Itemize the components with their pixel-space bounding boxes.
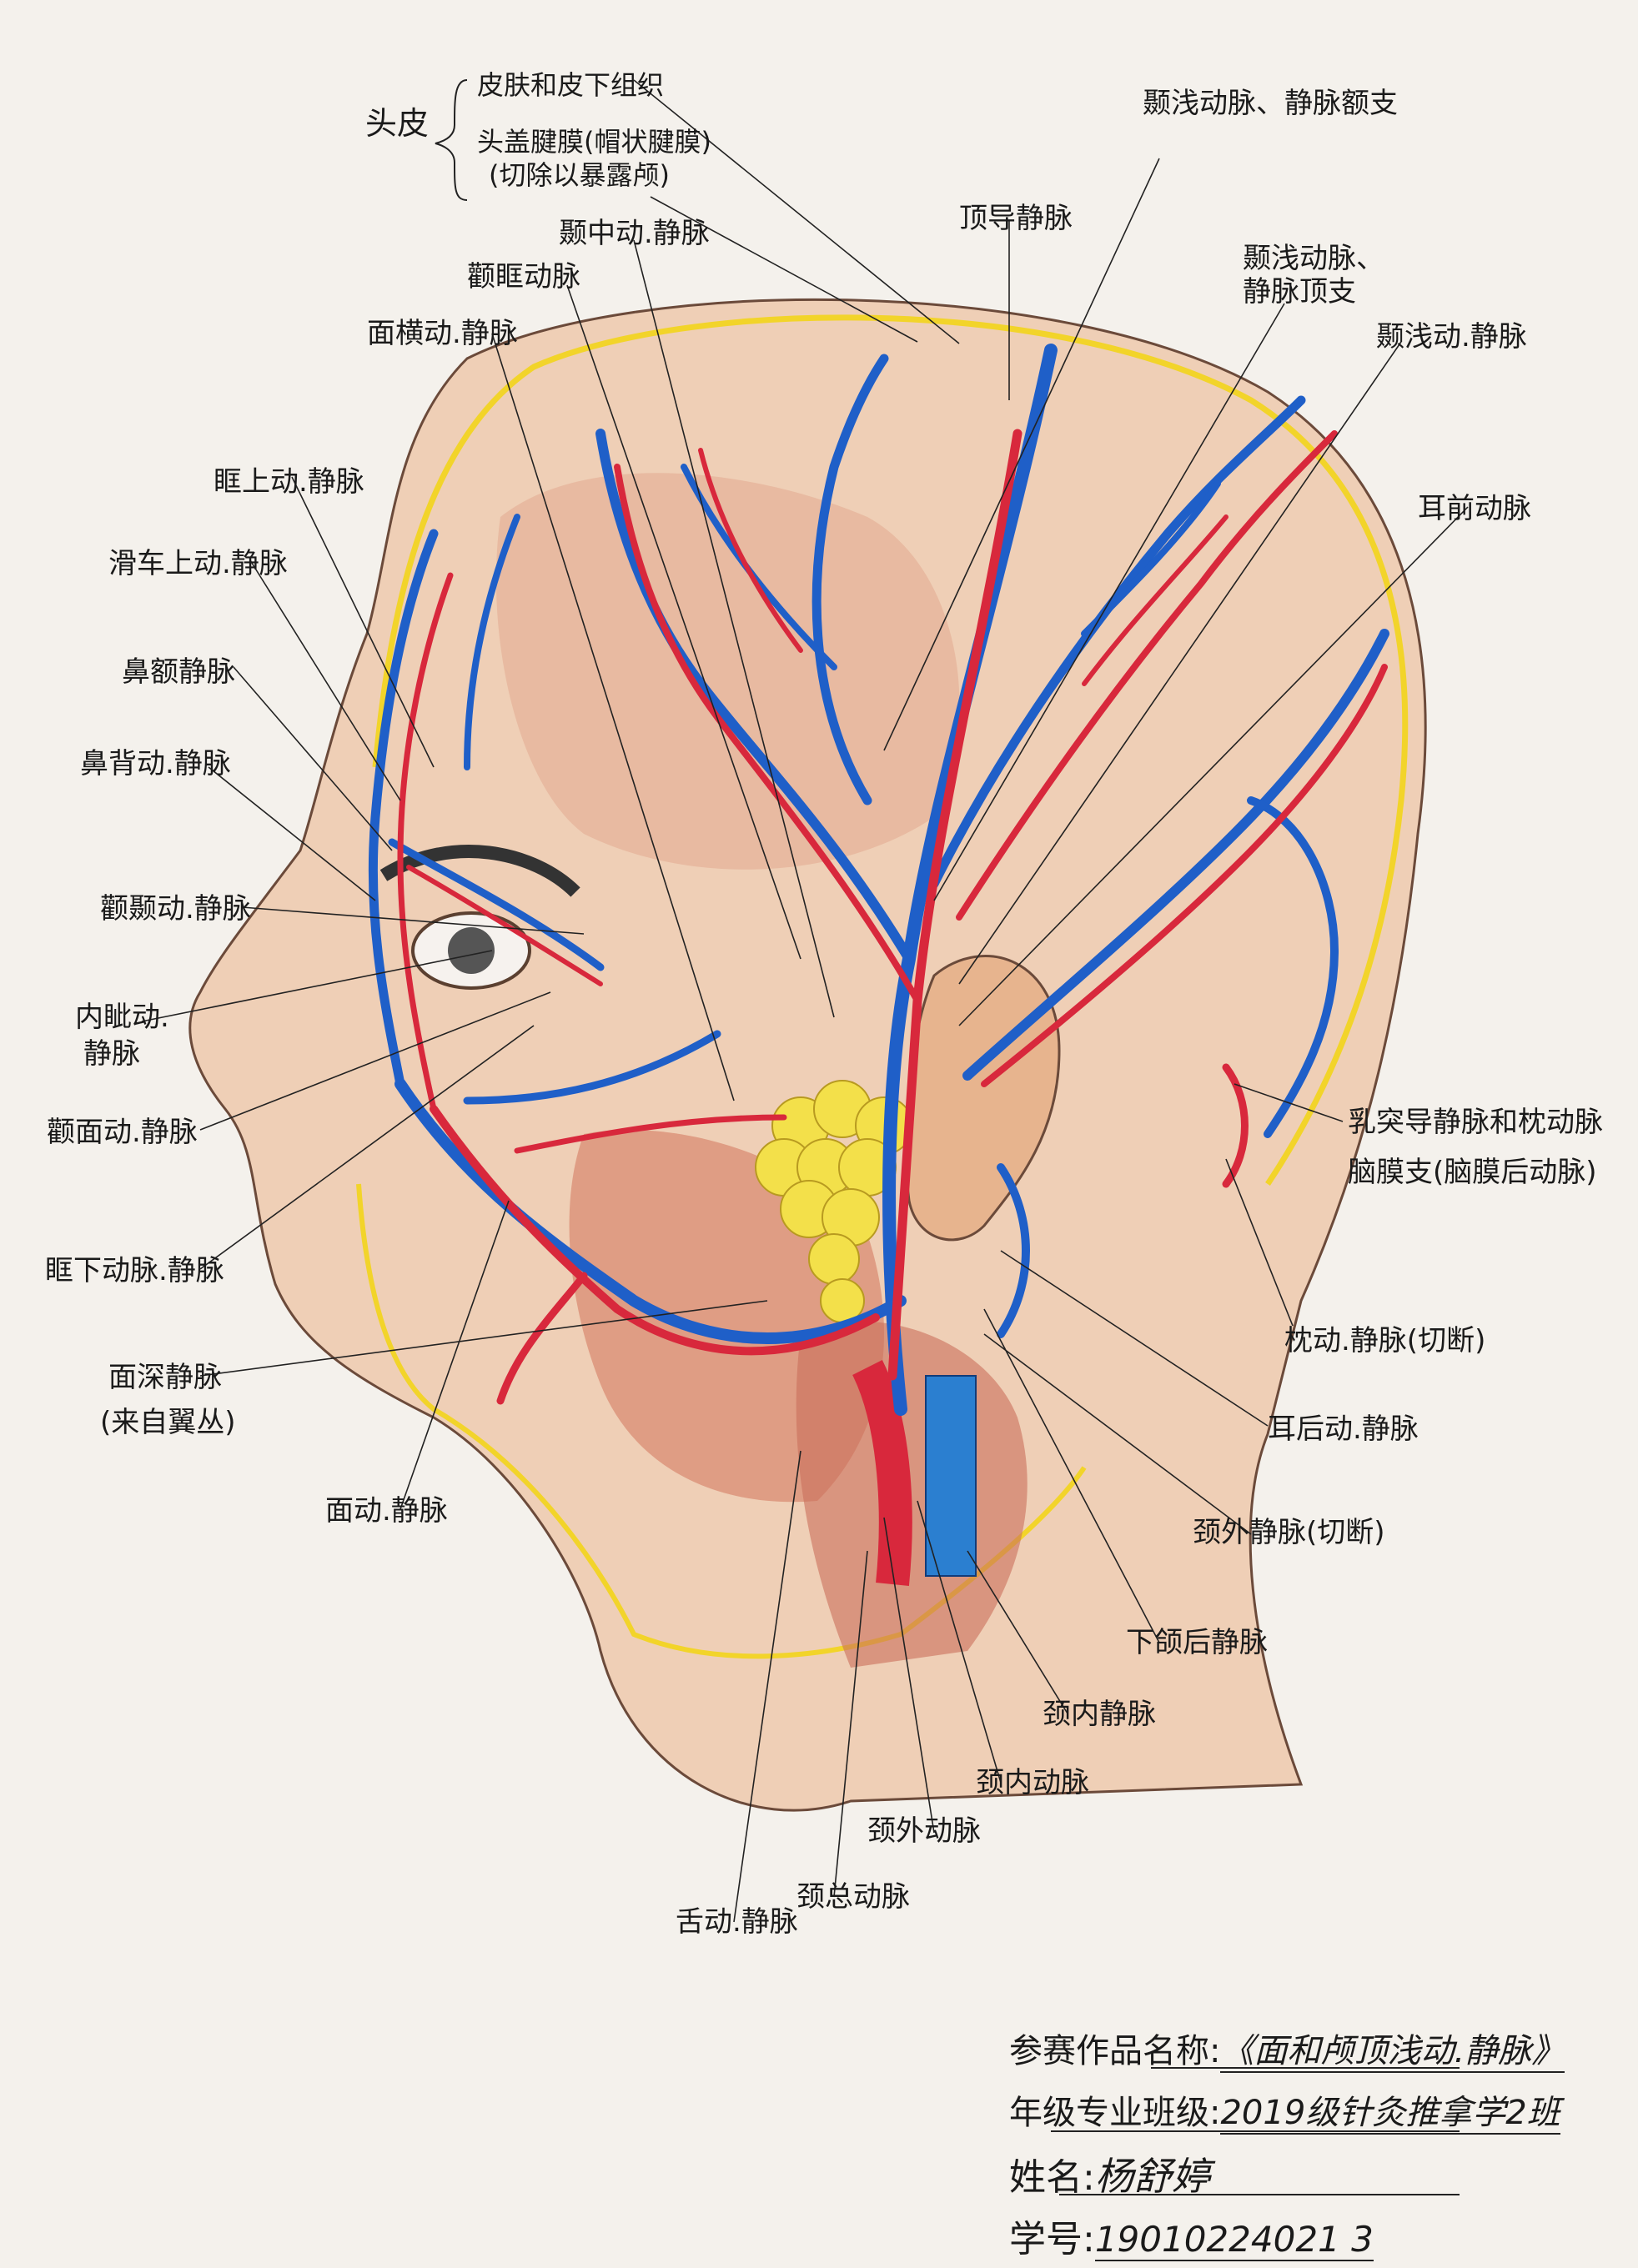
scalp-layer-removed: (切除以暴露颅) (489, 159, 670, 191)
iris (448, 927, 495, 974)
scalp-layer-aponeurosis: 头盖腱膜(帽状腱膜) (477, 126, 711, 158)
scalp-title: 头皮 (365, 105, 430, 142)
scalp-brace (435, 79, 468, 201)
footer-name: 姓名:杨舒婷 (1009, 2156, 1210, 2198)
footer-work: 参赛作品名称:《面和颅顶浅动.静脉》 (1009, 2031, 1565, 2073)
label-meningeal-branch: 脑膜支(脑膜后动脉) (1348, 1156, 1597, 1189)
label-zygomatico-orbital: 颧眶动脉 (467, 260, 580, 294)
class-value: 2019级针灸推拿学2班 (1220, 2093, 1560, 2135)
id-value: 19010224021 3 (1094, 2219, 1374, 2261)
veins (368, 344, 1389, 1416)
label-occipital-cut: 枕动.静脉(切断) (1284, 1324, 1486, 1357)
work-value: 《面和颅顶浅动.静脉》 (1220, 2031, 1565, 2073)
label-retromandibular: 下颌后静脉 (1126, 1626, 1268, 1659)
common-carotid-artery (852, 1360, 912, 1586)
label-lingual: 舌动.静脉 (676, 1905, 798, 1939)
label-stv-frontal: 颞浅动脉、静脉额支 (1143, 87, 1398, 120)
label-angular-2: 静脉 (83, 1037, 140, 1071)
footer-id: 学号:19010224021 3 (1009, 2220, 1374, 2261)
leader-lines (141, 79, 1469, 1923)
label-facial: 面动.静脉 (325, 1494, 448, 1528)
label-transverse-facial: 面横动.静脉 (367, 317, 518, 350)
label-deep-facial-1: 面深静脉 (108, 1361, 222, 1394)
internal-jugular-vein (925, 1375, 977, 1577)
footer-lines (1051, 2067, 1460, 2195)
scalp-layer-skin: 皮肤和皮下组织 (477, 69, 665, 101)
label-external-carotid: 颈外动脉 (867, 1814, 981, 1848)
label-infraorbital: 眶下动脉.静脉 (45, 1254, 224, 1287)
label-zygomaticofacial: 颧面动.静脉 (47, 1116, 198, 1149)
label-emissary-vein: 顶导静脉 (959, 202, 1073, 235)
eyebrow (379, 845, 580, 897)
label-stv: 颞浅动.静脉 (1376, 320, 1527, 354)
scalp-outline (372, 314, 1409, 1186)
label-dorsal-nasal: 鼻背动.静脉 (80, 747, 231, 780)
label-mastoid-occipital: 乳突导静脉和枕动脉 (1348, 1106, 1603, 1139)
label-common-carotid: 颈总动脉 (796, 1880, 910, 1914)
label-angular-1: 内眦动. (75, 1001, 169, 1034)
class-label: 年级专业班级: (1009, 2094, 1221, 2132)
label-internal-jugular: 颈内静脉 (1043, 1698, 1156, 1731)
label-zygomaticotemporal: 颧颞动.静脉 (100, 892, 251, 926)
work-label: 参赛作品名称: (1009, 2032, 1221, 2070)
label-stv-parietal: 颞浅动脉、静脉顶支 (1243, 242, 1384, 309)
label-middle-temporal: 颞中动.静脉 (559, 217, 710, 250)
temporal-muscle (495, 473, 960, 870)
label-external-jugular-cut: 颈外静脉(切断) (1193, 1516, 1385, 1549)
label-anterior-auricular: 耳前动脉 (1418, 492, 1531, 525)
label-supraorbital: 眶上动.静脉 (214, 465, 364, 499)
label-nasofrontal-vein: 鼻额静脉 (122, 655, 235, 689)
name-label: 姓名: (1009, 2156, 1095, 2199)
label-supratrochlear: 滑车上动.静脉 (108, 547, 288, 580)
id-label: 学号: (1009, 2218, 1095, 2260)
footer-class: 年级专业班级:2019级针灸推拿学2班 (1009, 2093, 1560, 2135)
label-posterior-auricular: 耳后动.静脉 (1268, 1412, 1419, 1446)
label-internal-carotid: 颈内动脉 (976, 1766, 1089, 1799)
label-deep-facial-2: (来自翼丛) (100, 1406, 236, 1439)
name-value: 杨舒婷 (1094, 2154, 1210, 2199)
parotid-gland (755, 1080, 913, 1323)
